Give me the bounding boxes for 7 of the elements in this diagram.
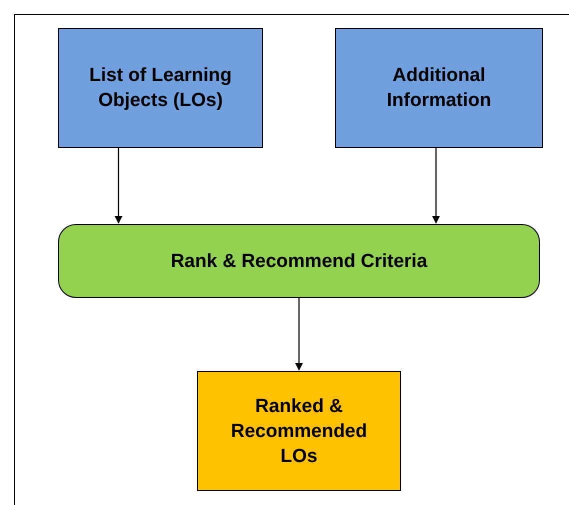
rounded-process-box: Rank & Recommend Criteria: [58, 224, 540, 298]
process-box: Additional Information: [335, 28, 543, 148]
arrow: [432, 148, 440, 224]
process-box: List of Learning Objects (LOs): [58, 28, 263, 148]
output-box: Ranked & Recommended LOs: [197, 371, 401, 491]
arrow: [114, 148, 122, 224]
arrow: [295, 298, 303, 371]
